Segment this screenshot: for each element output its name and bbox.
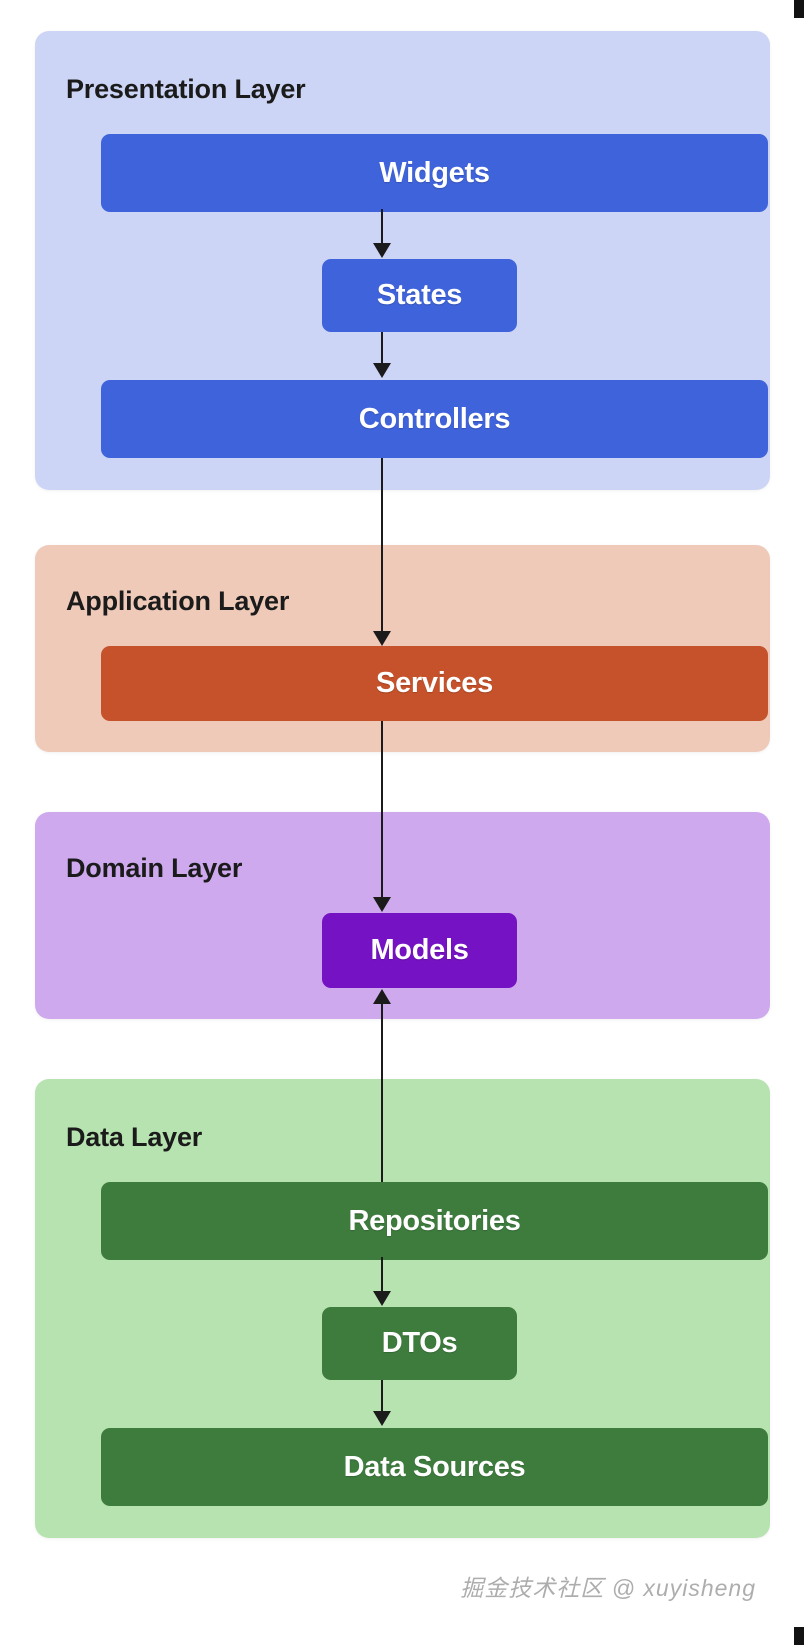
layer-presentation: Presentation Layer Widgets States Contro… xyxy=(35,31,770,490)
layer-domain: Domain Layer Models xyxy=(35,812,770,1019)
node-repositories[interactable]: Repositories xyxy=(101,1182,768,1260)
connector-controllers-to-services xyxy=(381,458,383,633)
corner-artifact-bottom-right xyxy=(794,1627,804,1645)
layer-title-domain: Domain Layer xyxy=(66,853,243,883)
arrowhead-controllers-to-services xyxy=(373,631,391,646)
node-dtos[interactable]: DTOs xyxy=(322,1307,517,1380)
node-widgets[interactable]: Widgets xyxy=(101,134,768,212)
node-label-repositories: Repositories xyxy=(348,1204,521,1237)
layer-title-presentation: Presentation Layer xyxy=(66,74,306,104)
node-controllers[interactable]: Controllers xyxy=(101,380,768,458)
connector-widgets-to-states xyxy=(381,209,383,245)
node-label-states: States xyxy=(376,279,463,311)
arrowhead-repositories-to-models xyxy=(373,989,391,1004)
node-label-widgets: Widgets xyxy=(379,156,490,189)
arrowhead-dtos-to-data-sources xyxy=(373,1411,391,1426)
layer-title-data: Data Layer xyxy=(66,1122,203,1152)
node-states[interactable]: States xyxy=(322,259,517,332)
connector-repositories-to-models xyxy=(381,1004,383,1182)
connector-dtos-to-data-sources xyxy=(381,1380,383,1413)
arrowhead-services-to-models xyxy=(373,897,391,912)
arrowhead-states-to-controllers xyxy=(373,363,391,378)
layer-application: Application Layer Services xyxy=(35,545,770,752)
arrowhead-repositories-to-dtos xyxy=(373,1291,391,1306)
layer-data: Data Layer Repositories DTOs Data Source… xyxy=(35,1079,770,1538)
connector-repositories-to-dtos xyxy=(381,1257,383,1293)
node-label-controllers: Controllers xyxy=(358,402,511,435)
connector-states-to-controllers xyxy=(381,332,383,365)
node-label-dtos: DTOs xyxy=(381,1327,458,1359)
node-models[interactable]: Models xyxy=(322,913,517,988)
layer-title-application: Application Layer xyxy=(66,586,290,616)
corner-artifact-top-right xyxy=(794,0,804,18)
node-services[interactable]: Services xyxy=(101,646,768,721)
node-label-services: Services xyxy=(376,667,493,699)
watermark: 掘金技术社区 @ xuyisheng xyxy=(460,1575,756,1601)
arrowhead-widgets-to-states xyxy=(373,243,391,258)
connector-services-to-models xyxy=(381,721,383,899)
node-label-data-sources: Data Sources xyxy=(343,1450,526,1483)
node-data-sources[interactable]: Data Sources xyxy=(101,1428,768,1506)
node-label-models: Models xyxy=(370,934,469,966)
